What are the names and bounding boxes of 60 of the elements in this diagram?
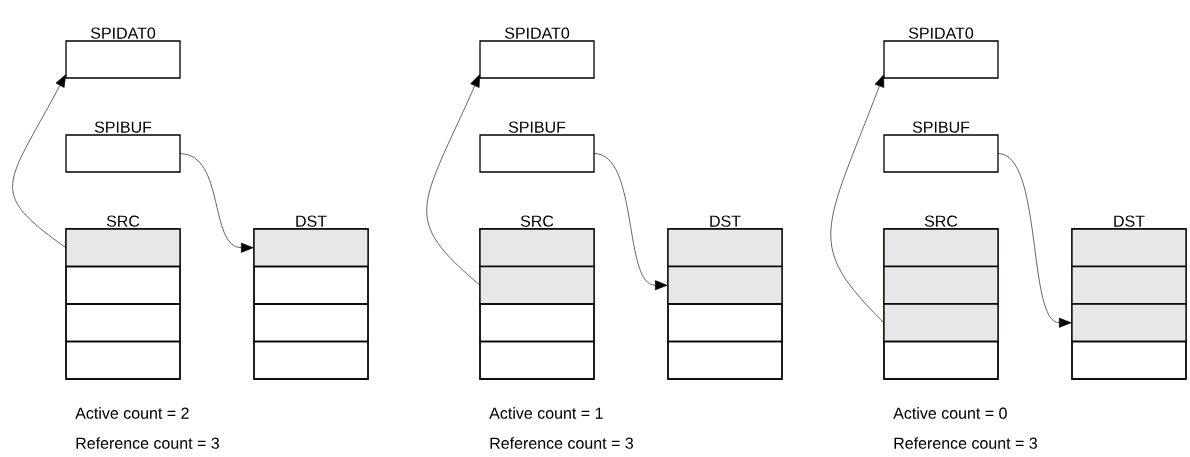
node-label: DST [1114, 215, 1145, 227]
node-label: SRC [520, 215, 554, 227]
memory-cell [253, 303, 369, 343]
memory-cell [253, 228, 369, 268]
memory-cell [1071, 303, 1187, 343]
count-text: Reference count = 3 [76, 437, 219, 449]
memory-stack: SRC [883, 215, 999, 380]
register-box: SPIBUF [883, 121, 999, 173]
memory-stack: DST [667, 215, 783, 380]
memory-cell [667, 265, 783, 305]
memory-cell [253, 265, 369, 305]
count-text: Active count = 2 [75, 407, 189, 419]
register-box: SPIDAT0 [65, 27, 181, 79]
memory-cell [883, 303, 999, 343]
memory-cell [253, 340, 369, 380]
arrow [997, 153, 1072, 328]
register-box: SPIDAT0 [479, 27, 595, 79]
memory-cell [65, 265, 181, 305]
node-label: SPIBUF [508, 121, 566, 133]
node-label: SPIBUF [94, 121, 152, 133]
memory-cell [1071, 340, 1187, 380]
register-box: SPIBUF [479, 121, 595, 173]
node-label: SPIDAT0 [504, 27, 570, 39]
memory-cell [65, 228, 181, 268]
node-label: SPIDAT0 [908, 27, 974, 39]
register-box: SPIDAT0 [883, 27, 999, 79]
arrow [179, 153, 254, 253]
node-label: SRC [924, 215, 958, 227]
arrow [426, 74, 481, 286]
memory-cell [479, 265, 595, 305]
memory-cell [667, 340, 783, 380]
memory-cell [479, 303, 595, 343]
node-label: SPIDAT0 [90, 27, 156, 39]
memory-cell [883, 228, 999, 268]
memory-cell [667, 303, 783, 343]
memory-cell [1071, 265, 1187, 305]
node-label: SPIBUF [912, 121, 970, 133]
count-text: Reference count = 3 [894, 437, 1037, 449]
arrow [830, 74, 885, 324]
memory-cell [479, 228, 595, 268]
memory-cell [65, 303, 181, 343]
node-label: DST [296, 215, 327, 227]
memory-stack: SRC [65, 215, 181, 380]
arrow [593, 153, 668, 291]
register-box: SPIBUF [65, 121, 181, 173]
node-label: SRC [106, 215, 140, 227]
count-text: Reference count = 3 [490, 437, 633, 449]
memory-cell [479, 340, 595, 380]
memory-stack: DST [253, 215, 369, 380]
memory-cell [1071, 228, 1187, 268]
memory-stack: DST [1071, 215, 1187, 380]
memory-stack: SRC [479, 215, 595, 380]
arrow [12, 74, 67, 249]
memory-cell [883, 265, 999, 305]
count-text: Active count = 1 [489, 407, 603, 419]
memory-cell [883, 340, 999, 380]
memory-cell [667, 228, 783, 268]
node-label: DST [710, 215, 741, 227]
count-text: Active count = 0 [893, 407, 1007, 419]
memory-cell [65, 340, 181, 380]
